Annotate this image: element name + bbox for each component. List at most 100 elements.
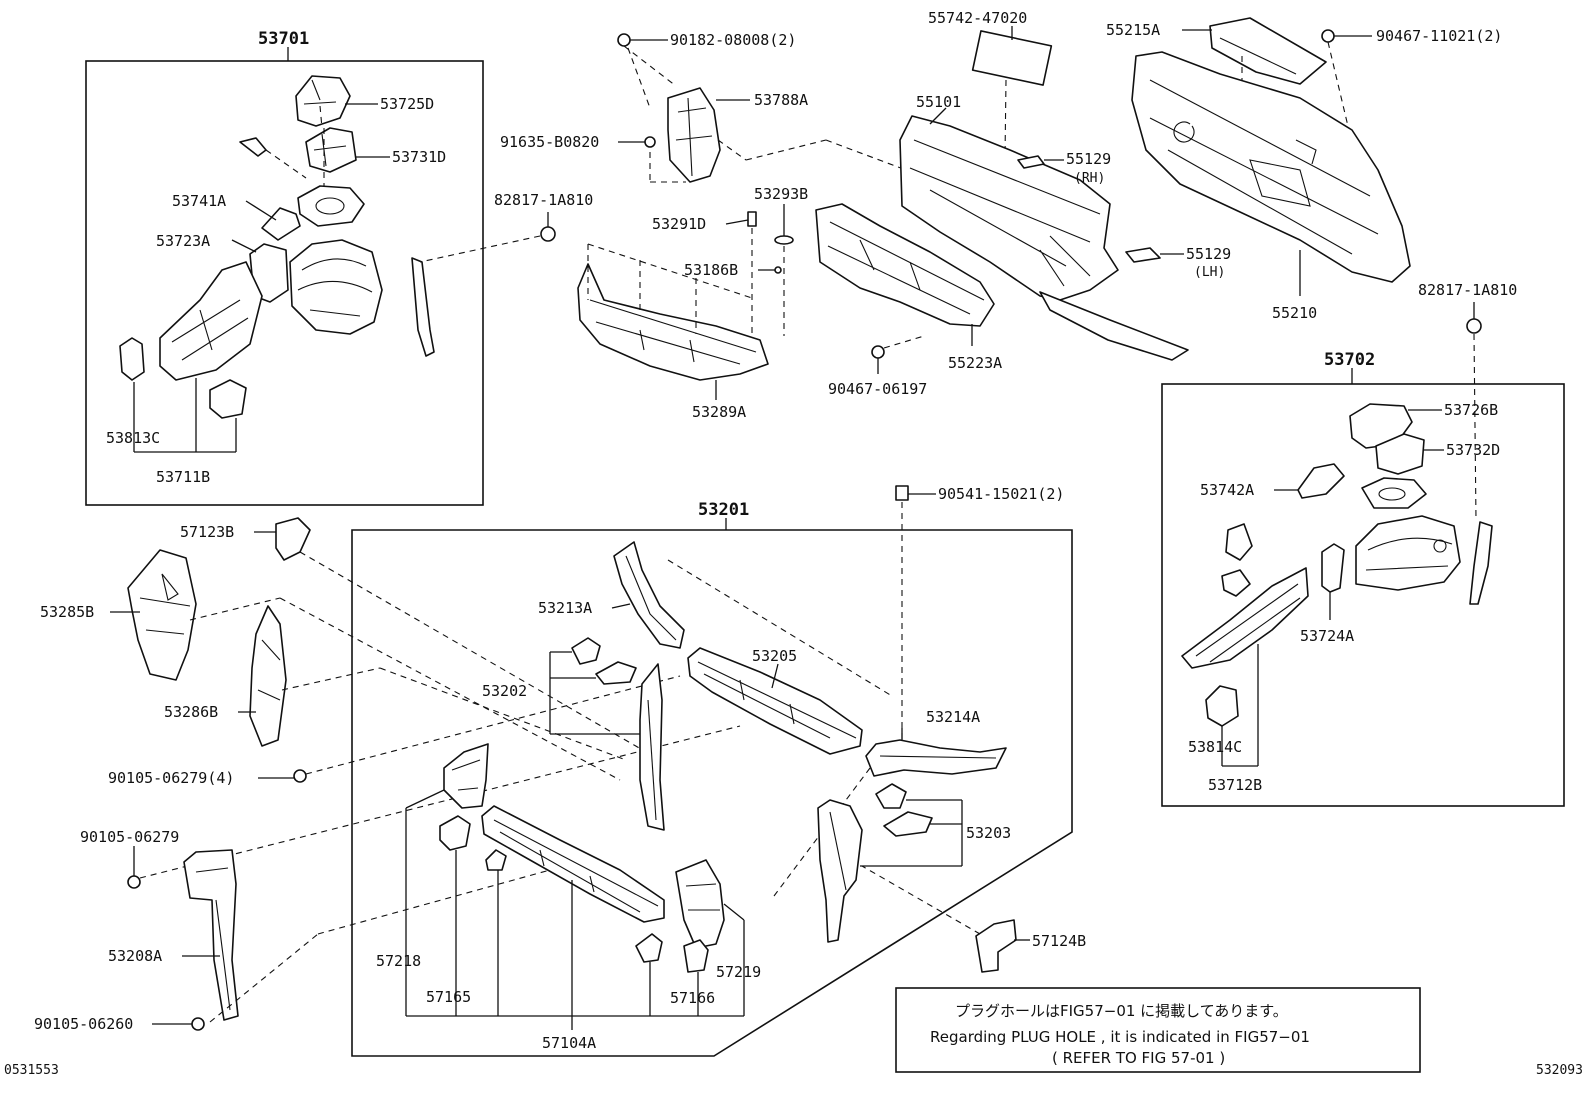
part-57166-b[interactable] <box>683 939 709 973</box>
label-53814C: 53814C <box>1188 738 1242 756</box>
label-53723A: 53723A <box>156 232 210 250</box>
label-53213A: 53213A <box>538 599 592 617</box>
part-57104A[interactable] <box>481 805 665 923</box>
label-57165: 57165 <box>426 988 471 1006</box>
part-53285B[interactable] <box>127 549 197 681</box>
part-53813C[interactable] <box>119 337 145 381</box>
part-53788A[interactable] <box>667 87 721 183</box>
label-53285B: 53285B <box>40 603 94 621</box>
group-53701-label: 53701 <box>258 29 309 49</box>
part-53711B[interactable] <box>159 261 263 381</box>
label-82817b: 82817-1A810 <box>1418 281 1517 299</box>
part-small-bracket-53702[interactable] <box>1225 523 1253 561</box>
part-90467-06197[interactable] <box>871 345 885 359</box>
label-53724A: 53724A <box>1300 627 1354 645</box>
part-91635-bolt[interactable] <box>644 136 656 148</box>
part-53213A[interactable] <box>613 541 685 649</box>
part-90105-06279-4[interactable] <box>293 769 307 783</box>
label-53731D: 53731D <box>392 148 446 166</box>
part-center-pillar[interactable] <box>639 663 665 831</box>
part-53725D[interactable] <box>295 75 351 127</box>
part-55101[interactable] <box>899 115 1119 301</box>
part-55129-rh[interactable] <box>1017 155 1045 169</box>
label-53205: 53205 <box>752 647 797 665</box>
part-90541-15021[interactable] <box>895 485 909 501</box>
label-57166: 57166 <box>670 989 715 1007</box>
part-53724A[interactable] <box>1321 543 1345 593</box>
part-53732D[interactable] <box>1375 433 1425 475</box>
part-53289A[interactable] <box>577 263 769 381</box>
part-53214A[interactable] <box>865 739 1007 777</box>
label-55101: 55101 <box>916 93 961 111</box>
part-53742A[interactable] <box>1297 463 1345 499</box>
label-53291D: 53291D <box>652 215 706 233</box>
part-53741A[interactable] <box>261 207 301 241</box>
part-82817-plug-a[interactable] <box>540 226 556 242</box>
part-apron-brace[interactable] <box>411 257 435 357</box>
part-55101-lower[interactable] <box>1039 291 1189 361</box>
part-57104A-clip[interactable] <box>485 849 507 871</box>
part-53814C[interactable] <box>1205 685 1239 727</box>
note-frame <box>895 987 1421 1073</box>
label-lh: (LH) <box>1194 265 1225 280</box>
part-small-bracket-53702b[interactable] <box>1221 569 1251 597</box>
part-53291D[interactable] <box>747 211 757 227</box>
part-53711B-bracket[interactable] <box>209 379 247 419</box>
part-apron-brace-2[interactable] <box>1469 521 1493 605</box>
part-engine-mount-2[interactable] <box>1361 477 1427 509</box>
part-53203-a[interactable] <box>875 783 907 809</box>
part-53202-b[interactable] <box>595 661 637 685</box>
part-53731D[interactable] <box>305 127 357 173</box>
label-rh: (RH) <box>1074 171 1105 186</box>
part-53205[interactable] <box>687 647 863 755</box>
label-53289A: 53289A <box>692 403 746 421</box>
label-55223A: 55223A <box>948 354 1002 372</box>
label-53741A: 53741A <box>172 192 226 210</box>
part-57124B[interactable] <box>975 919 1017 973</box>
label-53725D: 53725D <box>380 95 434 113</box>
part-82817-plug-b[interactable] <box>1466 318 1482 334</box>
part-57219[interactable] <box>675 859 725 949</box>
part-90467-11021[interactable] <box>1321 29 1335 43</box>
part-55223A[interactable] <box>815 203 995 327</box>
part-57165[interactable] <box>439 815 471 851</box>
label-53726B: 53726B <box>1444 401 1498 419</box>
part-53286B[interactable] <box>249 605 287 747</box>
part-engine-mount[interactable] <box>297 185 365 227</box>
group-53701: 53701 53725D 53731D 53741A 53723A <box>85 29 484 506</box>
part-53203-b[interactable] <box>883 811 933 837</box>
part-55742-47020[interactable] <box>971 30 1053 86</box>
part-53293B[interactable] <box>774 235 794 245</box>
part-53186B[interactable] <box>774 266 782 274</box>
label-55742: 55742-47020 <box>928 9 1027 27</box>
part-90105-06260[interactable] <box>191 1017 205 1031</box>
label-90467a: 90467-06197 <box>828 380 927 398</box>
label-55210: 55210 <box>1272 304 1317 322</box>
plug-hole-note: プラグホールはFIG57−01 に掲載してあります。 Regarding PLU… <box>895 987 1421 1073</box>
label-53788A: 53788A <box>754 91 808 109</box>
label-53186B: 53186B <box>684 261 738 279</box>
part-right-upright[interactable] <box>817 799 863 943</box>
label-57219: 57219 <box>716 963 761 981</box>
part-55215A[interactable] <box>1209 17 1327 85</box>
cluster-top-middle: 90182-08008(2) 53788A 91635-B0820 82817-… <box>419 31 907 421</box>
part-left-upright[interactable] <box>443 743 489 809</box>
part-wheel-apron-2[interactable] <box>1355 515 1461 591</box>
part-90105-06279[interactable] <box>127 875 141 889</box>
part-53208A[interactable] <box>183 849 239 1021</box>
part-small-bracket-53701[interactable] <box>239 137 267 157</box>
note-line-jp: プラグホールはFIG57−01 に掲載してあります。 <box>955 1002 1288 1020</box>
part-90182-clip[interactable] <box>617 33 631 47</box>
part-57123B[interactable] <box>275 517 311 561</box>
part-53202-a[interactable] <box>571 637 601 665</box>
label-55215A: 55215A <box>1106 21 1160 39</box>
group-53701-frame <box>85 60 484 506</box>
label-53203: 53203 <box>966 824 1011 842</box>
part-55129-lh[interactable] <box>1125 247 1161 263</box>
label-55129-lh: 55129 <box>1186 245 1231 263</box>
group-53201-label: 53201 <box>698 500 749 520</box>
part-57166[interactable] <box>635 933 663 963</box>
part-55210[interactable] <box>1131 51 1411 283</box>
label-82817a: 82817-1A810 <box>494 191 593 209</box>
